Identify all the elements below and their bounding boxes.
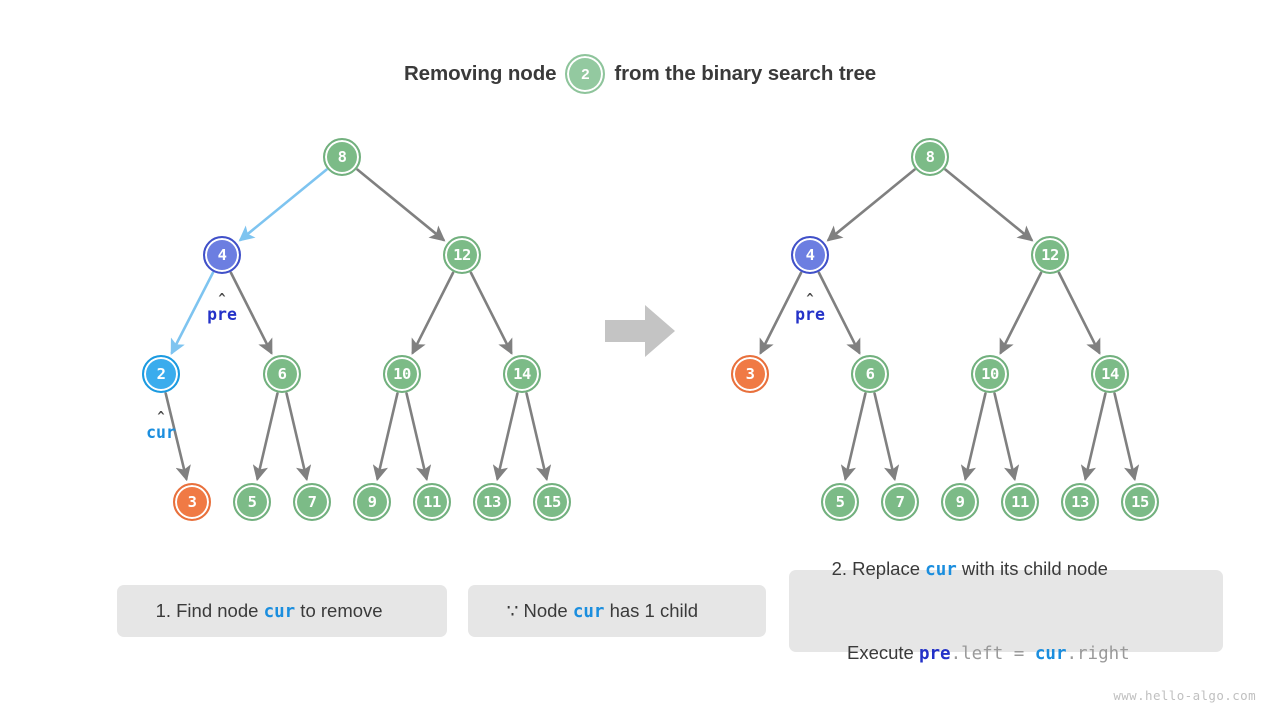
tree-edge: [492, 392, 519, 482]
caption-3-line1-suffix: with its child node: [956, 558, 1108, 579]
tree-edge: [826, 168, 916, 242]
tree-edge: [873, 392, 900, 482]
pointer-label-cur: ^cur: [146, 410, 176, 442]
tree-edge: [252, 392, 279, 482]
tree-edge: [356, 168, 446, 242]
caption-3-line2-prefix: Execute: [831, 641, 919, 663]
tree-node-8[interactable]: 8: [323, 138, 361, 176]
tree-edge: [229, 271, 273, 355]
tree-edge: [372, 392, 399, 482]
pointer-caret-icon: ^: [157, 409, 165, 423]
tree-edge: [164, 392, 191, 482]
caption-3-code-left: .left =: [950, 643, 1035, 664]
caption-reason: ∵ Node cur has 1 child: [468, 585, 766, 637]
caption-3-line1-prefix: 2. Replace: [831, 558, 926, 579]
pointer-caret-icon: ^: [218, 291, 226, 305]
watermark: www.hello-algo.com: [1113, 688, 1256, 703]
tree-edge: [944, 168, 1034, 242]
tree-edge: [238, 168, 328, 242]
tree-node-11[interactable]: 11: [413, 483, 451, 521]
pointer-name: pre: [207, 305, 237, 324]
tree-node-11[interactable]: 11: [1001, 483, 1039, 521]
tree-node-3[interactable]: 3: [731, 355, 769, 393]
tree-node-14[interactable]: 14: [503, 355, 541, 393]
tree-node-4[interactable]: 4: [791, 236, 829, 274]
caption-1-suffix: to remove: [295, 599, 383, 621]
caption-3-code-right: .right: [1066, 643, 1130, 664]
tree-edge: [1113, 392, 1140, 482]
tree-node-7[interactable]: 7: [293, 483, 331, 521]
tree-edge: [405, 392, 432, 482]
tree-edge: [170, 271, 215, 355]
tree-edge: [285, 392, 312, 482]
tree-edge: [960, 392, 987, 482]
caption-2-keyword-cur: cur: [572, 601, 605, 622]
tree-edge: [840, 392, 867, 482]
tree-node-6[interactable]: 6: [851, 355, 889, 393]
tree-node-14[interactable]: 14: [1091, 355, 1129, 393]
tree-node-10[interactable]: 10: [971, 355, 1009, 393]
tree-node-15[interactable]: 15: [533, 483, 571, 521]
tree-edge: [759, 271, 803, 355]
tree-node-13[interactable]: 13: [473, 483, 511, 521]
caption-2-prefix: ∵ Node: [506, 599, 573, 621]
tree-node-12[interactable]: 12: [443, 236, 481, 274]
caption-step-1: 1. Find node cur to remove: [117, 585, 447, 637]
tree-node-5[interactable]: 5: [233, 483, 271, 521]
caption-2-suffix: has 1 child: [604, 599, 699, 621]
pointer-label-pre: ^pre: [207, 292, 237, 324]
pointer-name: cur: [146, 423, 176, 442]
tree-node-2[interactable]: 2: [142, 355, 180, 393]
tree-node-6[interactable]: 6: [263, 355, 301, 393]
tree-node-8[interactable]: 8: [911, 138, 949, 176]
tree-edge: [993, 392, 1020, 482]
tree-edge: [1057, 271, 1101, 355]
tree-node-9[interactable]: 9: [941, 483, 979, 521]
caption-3-line1-keyword-cur: cur: [925, 560, 957, 580]
tree-edge: [1080, 392, 1107, 482]
tree-node-3[interactable]: 3: [173, 483, 211, 521]
title-node-badge: 2: [565, 54, 606, 94]
tree-edge: [469, 271, 513, 355]
pointer-name: pre: [795, 305, 825, 324]
tree-node-5[interactable]: 5: [821, 483, 859, 521]
tree-node-15[interactable]: 15: [1121, 483, 1159, 521]
pointer-label-pre: ^pre: [795, 292, 825, 324]
tree-node-4[interactable]: 4: [203, 236, 241, 274]
tree-node-13[interactable]: 13: [1061, 483, 1099, 521]
caption-1-prefix: 1. Find node: [155, 599, 264, 621]
caption-1-keyword-cur: cur: [263, 601, 296, 622]
tree-edge: [525, 392, 552, 482]
pointer-caret-icon: ^: [806, 291, 814, 305]
caption-3-keyword-cur: cur: [1034, 643, 1067, 664]
tree-node-7[interactable]: 7: [881, 483, 919, 521]
tree-edge: [411, 271, 455, 355]
page-title: Removing node 2 from the binary search t…: [0, 52, 1280, 96]
caption-step-2: 2. Replace cur with its child node Execu…: [789, 558, 1223, 664]
tree-edge: [817, 271, 861, 355]
title-prefix: Removing node: [403, 62, 557, 85]
tree-node-12[interactable]: 12: [1031, 236, 1069, 274]
transition-arrow-icon: [605, 303, 677, 359]
caption-3-keyword-pre: pre: [918, 643, 951, 664]
tree-node-9[interactable]: 9: [353, 483, 391, 521]
tree-node-10[interactable]: 10: [383, 355, 421, 393]
title-suffix: from the binary search tree: [614, 62, 877, 85]
tree-edge: [999, 271, 1043, 355]
